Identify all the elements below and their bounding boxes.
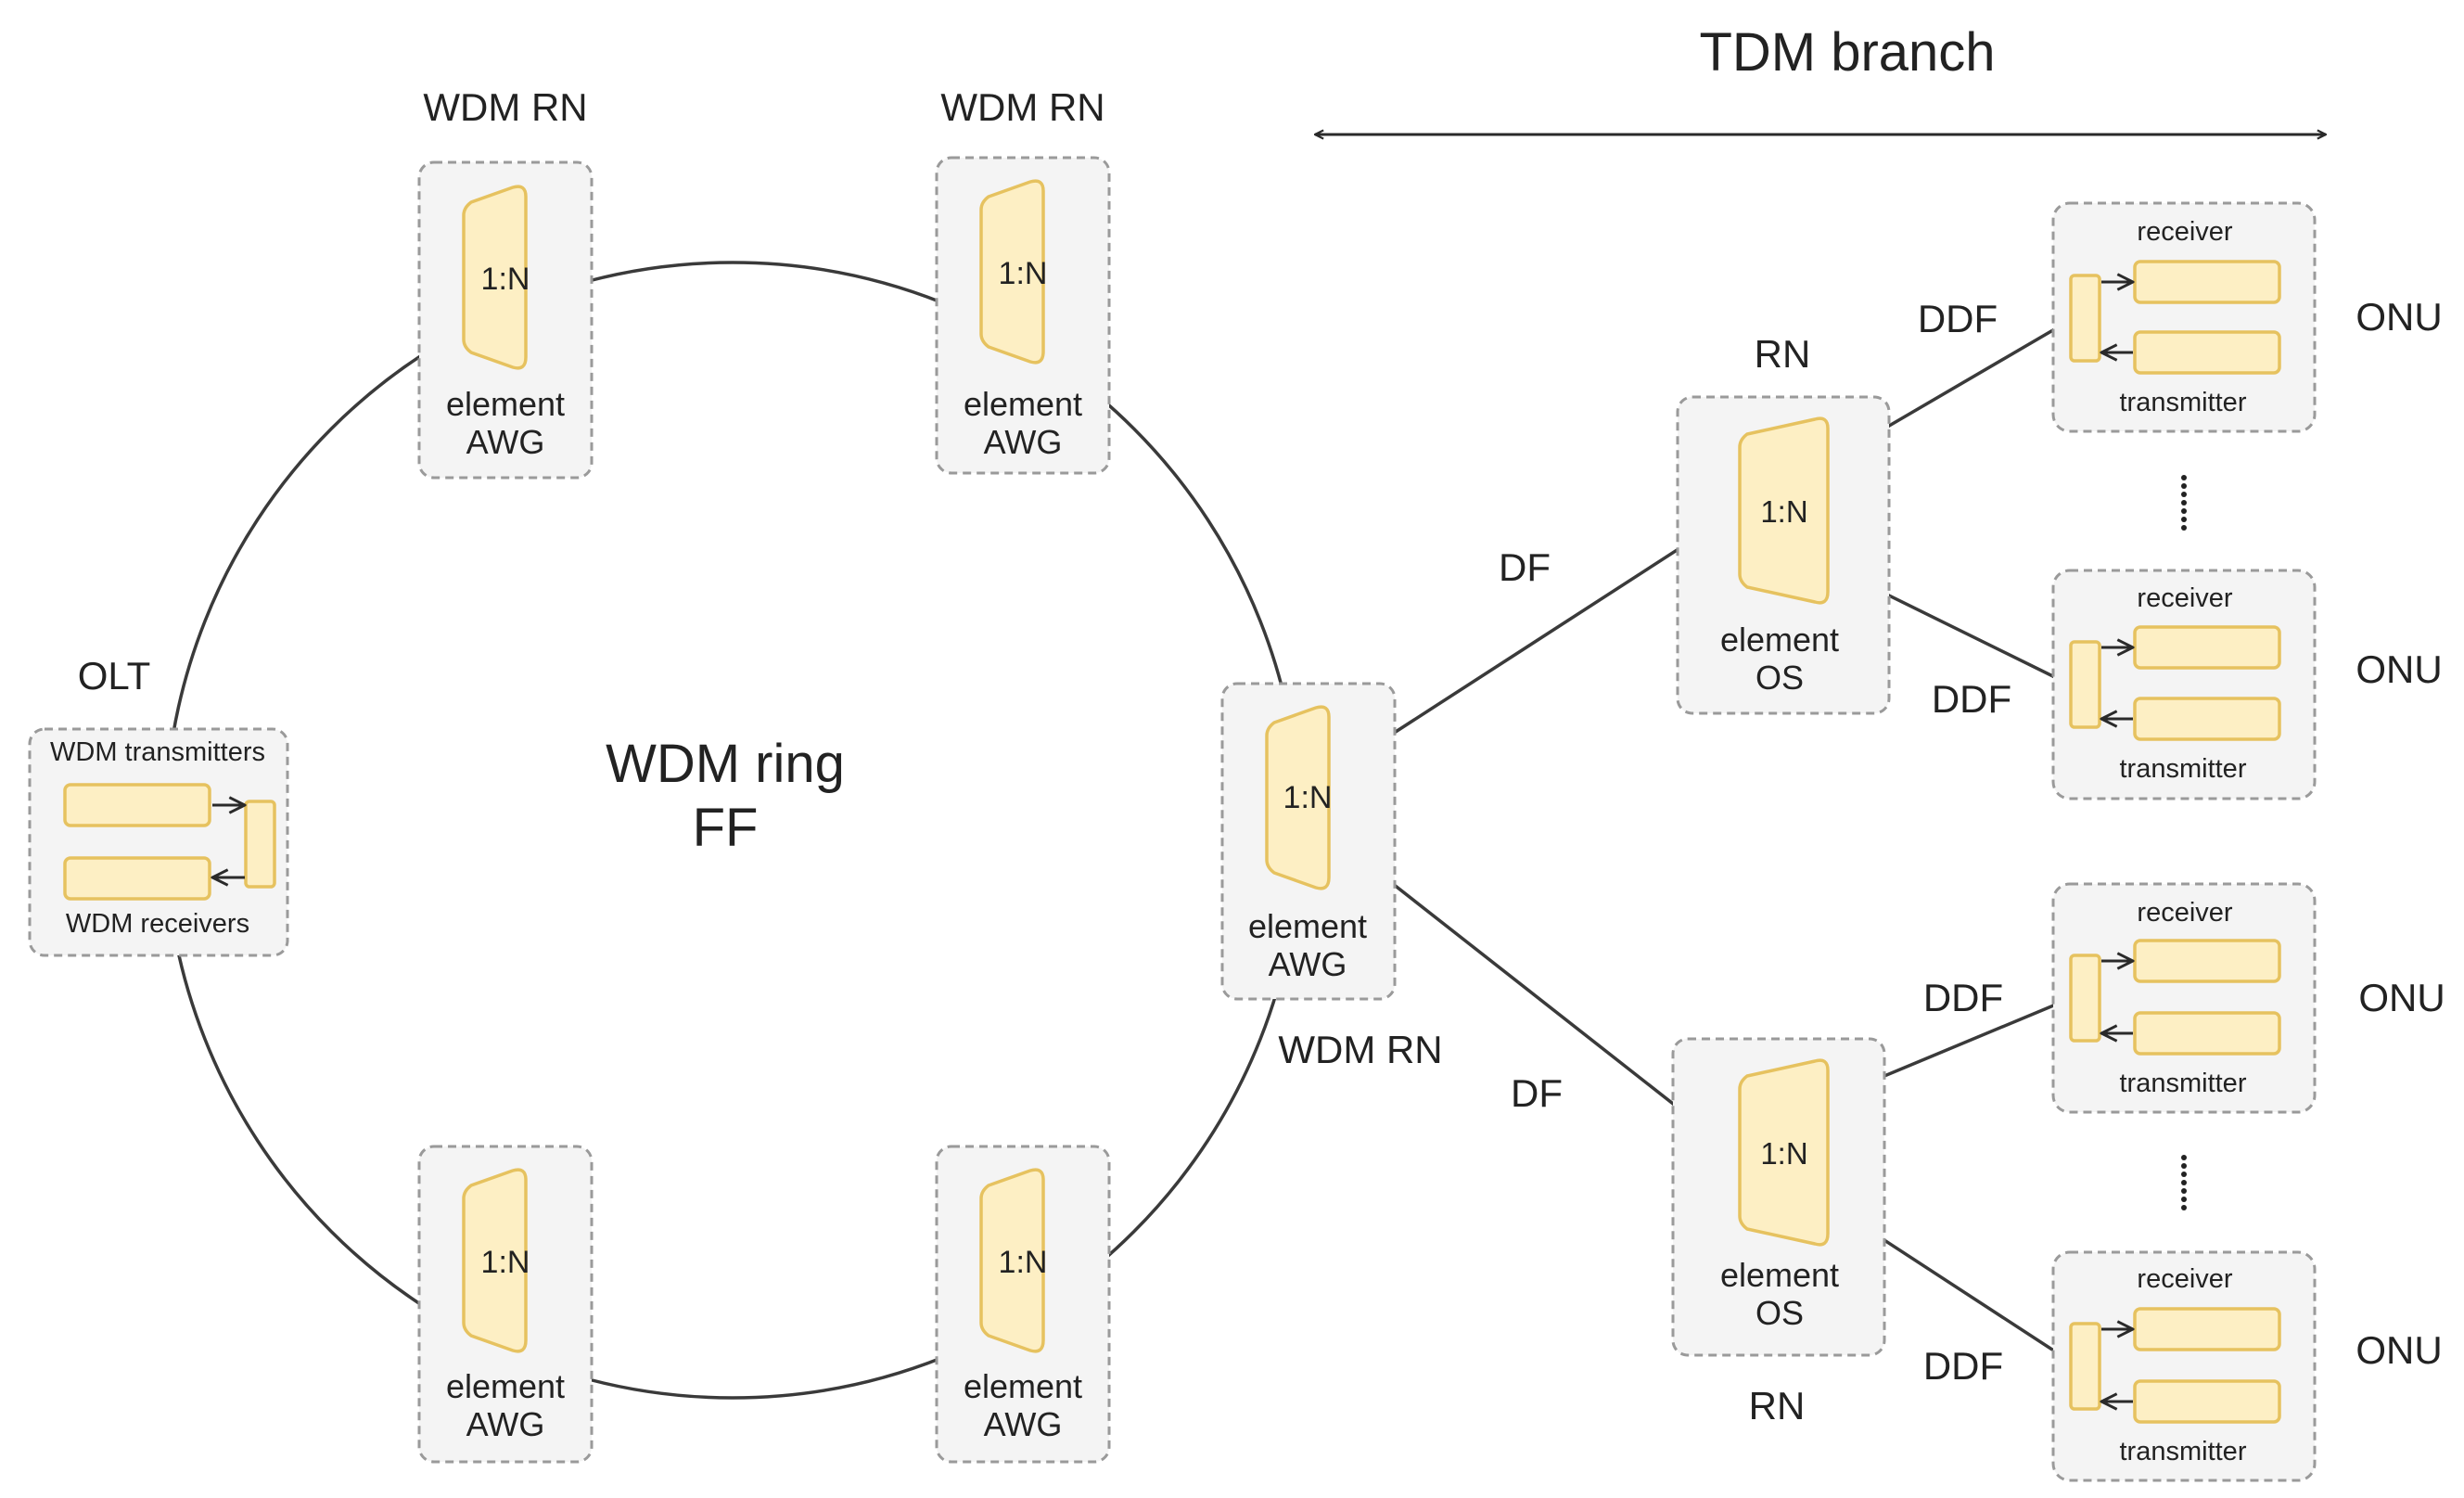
mux-block (2069, 274, 2101, 363)
onu-label: ONU (2355, 295, 2442, 339)
onu-3: receiver transmitter ONU (2051, 882, 2445, 1114)
receiver-label: receiver (2137, 583, 2232, 613)
transmitter-label: transmitter (2120, 388, 2247, 417)
onu-4: receiver transmitter ONU (2051, 1250, 2443, 1482)
transmitter-bar (2133, 697, 2281, 741)
ring-node-bottom-left: 1:N element AWG (417, 1145, 594, 1464)
ellipsis-dots-lower (2181, 1155, 2187, 1210)
wdm-ring-label: WDM ring (606, 734, 845, 794)
receiver-bar (2133, 260, 2281, 304)
awg-icon (462, 185, 528, 370)
onu-label: ONU (2355, 647, 2442, 691)
transmitter-bar (2133, 1379, 2281, 1424)
element-label: element (964, 385, 1082, 423)
ring-node-right: 1:N element AWG WDM RN (1220, 682, 1443, 1071)
element-label: element (964, 1367, 1082, 1405)
ring-node-bottom-right: 1:N element AWG (935, 1145, 1111, 1464)
receiver-label: receiver (2137, 217, 2232, 247)
tdm-branch-label: TDM branch (1699, 22, 1995, 83)
receiver-bar (2133, 939, 2281, 983)
ellipsis-dots-upper (2181, 475, 2187, 531)
awg-ratio: 1:N (481, 262, 530, 297)
ring-ff-label: FF (693, 798, 759, 858)
receiver-bar (63, 856, 211, 901)
receiver-label: receiver (2137, 1264, 2232, 1294)
awg-icon (1265, 705, 1331, 890)
receiver-label: receiver (2137, 898, 2232, 928)
olt: OLT WDM transmitters WDM receivers (28, 654, 289, 957)
splitter-lower: 1:N element OS RN (1671, 1037, 1886, 1428)
transmitter-bar (2133, 1011, 2281, 1056)
rn-label: RN (1755, 332, 1811, 376)
df-label-upper: DF (1499, 545, 1551, 589)
element-label: element (446, 1367, 565, 1405)
transmitter-label: transmitter (2120, 1437, 2247, 1466)
mux-block (2069, 954, 2101, 1043)
awg-icon (979, 1168, 1045, 1353)
transmitter-bar (2133, 330, 2281, 375)
mux-block (244, 800, 276, 889)
awg-label: AWG (466, 423, 545, 461)
onu-label: ONU (2358, 976, 2445, 1019)
element-label: element (446, 385, 565, 423)
os-label: OS (1755, 659, 1804, 697)
mux-block (2069, 640, 2101, 729)
os-icon (1738, 416, 1830, 605)
awg-label: AWG (984, 1405, 1063, 1443)
awg-icon (979, 179, 1045, 365)
ddf-label-3: DDF (1923, 976, 2003, 1019)
onu-1: receiver transmitter ONU (2051, 201, 2443, 433)
awg-ratio: 1:N (481, 1245, 530, 1280)
rn-label: WDM RN (423, 85, 587, 129)
awg-label: AWG (984, 423, 1063, 461)
rn-label: RN (1749, 1384, 1806, 1428)
transmitter-bar (63, 783, 211, 827)
df-label-lower: DF (1511, 1071, 1563, 1115)
ring-node-top-left: WDM RN 1:N element AWG (417, 85, 594, 480)
element-label: element (1720, 1256, 1839, 1294)
awg-label: AWG (466, 1405, 545, 1443)
os-icon (1738, 1058, 1830, 1247)
ddf-label-1: DDF (1918, 297, 1998, 340)
mux-block (2069, 1322, 2101, 1411)
rn-label: WDM RN (1278, 1028, 1442, 1071)
awg-ratio: 1:N (1283, 780, 1333, 815)
wdm-transmitters-label: WDM transmitters (50, 737, 265, 767)
transmitter-label: transmitter (2120, 1069, 2247, 1098)
awg-icon (462, 1168, 528, 1353)
os-ratio: 1:N (1760, 494, 1807, 529)
ddf-label-2: DDF (1932, 677, 2011, 721)
receiver-bar (2133, 1307, 2281, 1351)
os-ratio: 1:N (1760, 1136, 1807, 1171)
element-label: element (1248, 907, 1367, 945)
splitter-upper: RN 1:N element OS (1676, 332, 1891, 715)
awg-label: AWG (1269, 945, 1347, 983)
awg-ratio: 1:N (999, 256, 1048, 291)
transmitter-label: transmitter (2120, 754, 2247, 784)
onu-2: receiver transmitter ONU (2051, 569, 2443, 800)
olt-label: OLT (78, 654, 151, 698)
receiver-bar (2133, 625, 2281, 670)
os-label: OS (1755, 1294, 1804, 1332)
rn-label: WDM RN (940, 85, 1104, 129)
ddf-label-4: DDF (1923, 1344, 2003, 1388)
onu-label: ONU (2355, 1328, 2442, 1372)
wdm-receivers-label: WDM receivers (66, 909, 249, 939)
element-label: element (1720, 621, 1839, 659)
ring-node-top-right: WDM RN 1:N element AWG (935, 85, 1111, 475)
awg-ratio: 1:N (999, 1245, 1048, 1280)
